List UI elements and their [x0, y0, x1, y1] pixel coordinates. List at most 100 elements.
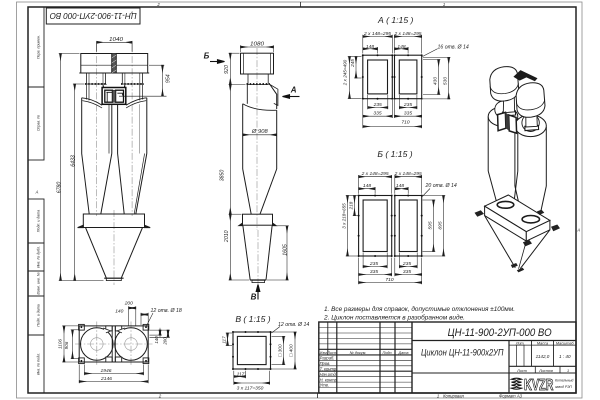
svg-text:1080: 1080: [250, 41, 265, 47]
svg-text:Формат А3: Формат А3: [499, 393, 523, 398]
svg-text:Подп. и дата: Подп. и дата: [37, 210, 41, 233]
svg-text:1106: 1106: [57, 339, 62, 349]
svg-text:335: 335: [404, 111, 412, 117]
svg-text:2 х 148=295: 2 х 148=295: [361, 171, 389, 177]
svg-text:6433: 6433: [71, 155, 77, 167]
svg-text:Н. контр.: Н. контр.: [320, 377, 338, 382]
svg-text:117: 117: [222, 336, 227, 344]
svg-text:KVZR: KVZR: [524, 377, 554, 394]
svg-text:Копировал: Копировал: [443, 393, 464, 398]
svg-text:1142,0: 1142,0: [536, 354, 550, 359]
svg-text:□ 300: □ 300: [278, 344, 284, 357]
svg-text:335: 335: [373, 111, 381, 117]
svg-text:335: 335: [403, 269, 411, 275]
svg-text:2146: 2146: [100, 376, 112, 382]
svg-text:В ( 1:15 ): В ( 1:15 ): [235, 314, 270, 324]
svg-text:2: 2: [156, 2, 160, 7]
svg-text:Лист: Лист: [516, 369, 527, 373]
svg-text:3 х 218=655: 3 х 218=655: [342, 203, 347, 229]
svg-text:235: 235: [402, 261, 411, 267]
svg-text:1: 1: [443, 2, 445, 7]
svg-text:12 отв. Ø 14: 12 отв. Ø 14: [278, 322, 309, 328]
svg-text:Подп. и дата: Подп. и дата: [37, 304, 41, 327]
svg-text:140: 140: [115, 308, 123, 314]
svg-text:завод РЭП: завод РЭП: [554, 385, 572, 389]
svg-text:2 х 148=295: 2 х 148=295: [393, 31, 421, 37]
svg-text:Циклон ЦН-11-900х2УП: Циклон ЦН-11-900х2УП: [421, 347, 504, 358]
svg-text:6780: 6780: [56, 182, 62, 194]
svg-text:Пров.: Пров.: [320, 361, 331, 366]
svg-text:Подп.: Подп.: [382, 351, 392, 355]
svg-text:Б: Б: [204, 52, 210, 61]
svg-text:Инв. № подл.: Инв. № подл.: [37, 353, 41, 375]
svg-text:1 : 40: 1 : 40: [559, 354, 571, 359]
svg-text:3850: 3850: [220, 170, 226, 182]
svg-text:Изм: Изм: [320, 351, 327, 355]
svg-text:530: 530: [443, 77, 449, 85]
svg-text:Б ( 1:15 ): Б ( 1:15 ): [377, 149, 412, 159]
svg-text:200: 200: [162, 337, 167, 346]
svg-text:Масштаб: Масштаб: [556, 341, 575, 345]
svg-text:2. Циклон поставляется в разо: 2. Циклон поставляется в разобранном вид…: [323, 313, 465, 321]
svg-text:1: 1: [437, 393, 439, 398]
svg-text:А: А: [290, 86, 297, 95]
svg-text:1040: 1040: [109, 37, 124, 43]
svg-text:710: 710: [385, 277, 393, 283]
svg-text:2 х 148=295: 2 х 148=295: [394, 171, 422, 177]
svg-text:1946: 1946: [101, 368, 112, 374]
svg-text:12 отв. Ø 18: 12 отв. Ø 18: [151, 308, 182, 314]
svg-text:954: 954: [165, 74, 171, 83]
svg-text:3 х 117=350: 3 х 117=350: [237, 385, 264, 391]
svg-text:245: 245: [350, 59, 355, 68]
svg-text:2 х 148=295: 2 х 148=295: [363, 31, 391, 37]
svg-text:595: 595: [428, 221, 434, 229]
svg-text:А: А: [576, 228, 580, 233]
svg-text:235: 235: [369, 261, 378, 267]
svg-text:148: 148: [366, 44, 374, 50]
svg-text:218: 218: [349, 201, 354, 210]
svg-text:А: А: [35, 190, 39, 195]
svg-text:Лит.: Лит.: [515, 341, 525, 345]
svg-text:430: 430: [433, 77, 439, 85]
svg-text:Справ. №: Справ. №: [37, 115, 41, 131]
svg-text:Т. контр.: Т. контр.: [320, 366, 338, 371]
svg-text:Дата: Дата: [397, 351, 408, 355]
svg-text:Котельный: Котельный: [555, 379, 574, 383]
svg-text:200: 200: [124, 301, 133, 307]
svg-text:335: 335: [370, 269, 378, 275]
svg-text:710: 710: [401, 120, 409, 126]
svg-text:Лист: Лист: [326, 351, 337, 355]
svg-text:906: 906: [64, 341, 69, 349]
svg-text:148: 148: [363, 183, 371, 189]
svg-text:Ø 908: Ø 908: [251, 129, 269, 135]
svg-text:Листов: Листов: [538, 369, 553, 373]
svg-text:№ докум.: № докум.: [350, 351, 367, 355]
svg-text:235: 235: [403, 102, 412, 108]
svg-text:Инв. № дубл.: Инв. № дубл.: [37, 246, 41, 268]
svg-text:148: 148: [397, 44, 405, 50]
svg-text:Нач.отд: Нач.отд: [320, 372, 337, 377]
svg-text:ЦН-11-900-2УП-000 ВО: ЦН-11-900-2УП-000 ВО: [49, 11, 136, 21]
svg-text:Масса: Масса: [537, 341, 548, 345]
svg-text:920: 920: [224, 65, 230, 74]
svg-text:2 х 245=490: 2 х 245=490: [342, 59, 347, 86]
svg-text:16 отв. Ø 14: 16 отв. Ø 14: [438, 44, 469, 50]
svg-text:2010: 2010: [224, 230, 230, 243]
svg-text:20 отв. Ø 14: 20 отв. Ø 14: [425, 183, 457, 189]
svg-text:1: 1: [567, 369, 569, 373]
svg-text:140: 140: [154, 336, 159, 344]
svg-text:148: 148: [396, 183, 404, 189]
svg-text:117: 117: [237, 371, 245, 377]
svg-text:235: 235: [373, 102, 382, 108]
svg-text:Утв.: Утв.: [320, 383, 329, 388]
svg-text:А ( 1:15 ): А ( 1:15 ): [377, 15, 413, 25]
svg-text:□ 400: □ 400: [289, 344, 295, 357]
svg-text:1605: 1605: [282, 244, 288, 256]
svg-text:Перв. примен.: Перв. примен.: [37, 35, 41, 59]
svg-text:695: 695: [438, 221, 444, 229]
svg-text:2: 2: [158, 393, 162, 398]
svg-text:1. Все размеры для справок, д: 1. Все размеры для справок, допустимые о…: [324, 305, 515, 313]
svg-text:Взам. инв. №: Взам. инв. №: [37, 272, 41, 294]
svg-text:ЦН-11-900-2УП-000 ВО: ЦН-11-900-2УП-000 ВО: [448, 327, 552, 339]
svg-text:В: В: [251, 293, 257, 302]
